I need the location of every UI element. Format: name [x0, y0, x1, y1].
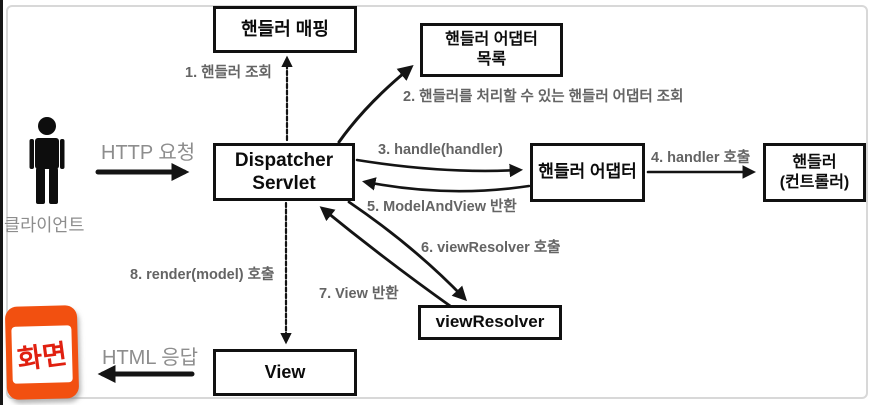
box-dispatcher-servlet: Dispatcher Servlet — [213, 143, 355, 201]
diagram-frame — [6, 5, 868, 399]
box-handler-adapter-list: 핸들러 어댑터 목록 — [420, 23, 563, 77]
html-response-label: HTML 응답 — [102, 347, 199, 369]
arrow-step-6 — [347, 200, 468, 302]
label-step-3: 3. handle(handler) — [378, 142, 503, 158]
label-step-1: 1. 핸들러 조회 — [185, 65, 272, 81]
label-step-4: 4. handler 호출 — [651, 150, 751, 166]
screen-stamp-inner: 화면 — [11, 325, 73, 384]
arrow-step-7 — [319, 206, 455, 310]
arrow-step-3 — [355, 158, 524, 178]
screen-stamp-icon: 화면 — [4, 305, 80, 400]
box-handler-mapping: 핸들러 매핑 — [213, 6, 357, 53]
label-step-6: 6. viewResolver 호출 — [421, 240, 561, 256]
label-step-5: 5. ModelAndView 반환 — [367, 199, 517, 215]
screen-stamp-label: 화면 — [15, 338, 69, 376]
box-view: View — [213, 349, 357, 396]
client-person-icon — [29, 117, 65, 204]
label-step-8: 8. render(model) 호출 — [130, 267, 275, 283]
http-request-label: HTTP 요청 — [101, 142, 196, 164]
arrow-step-5 — [362, 177, 531, 193]
arrow-step-2 — [337, 65, 414, 144]
label-step-7: 7. View 반환 — [319, 286, 399, 302]
box-view-resolver: viewResolver — [418, 305, 562, 340]
client-label: 클라이언트 — [4, 215, 85, 235]
box-handler-controller: 핸들러 (컨트롤러) — [763, 143, 866, 202]
box-handler-adapter: 핸들러 어댑터 — [530, 143, 645, 202]
left-edge-strip — [0, 0, 3, 405]
label-step-2: 2. 핸들러를 처리할 수 있는 핸들러 어댑터 조회 — [403, 89, 684, 105]
